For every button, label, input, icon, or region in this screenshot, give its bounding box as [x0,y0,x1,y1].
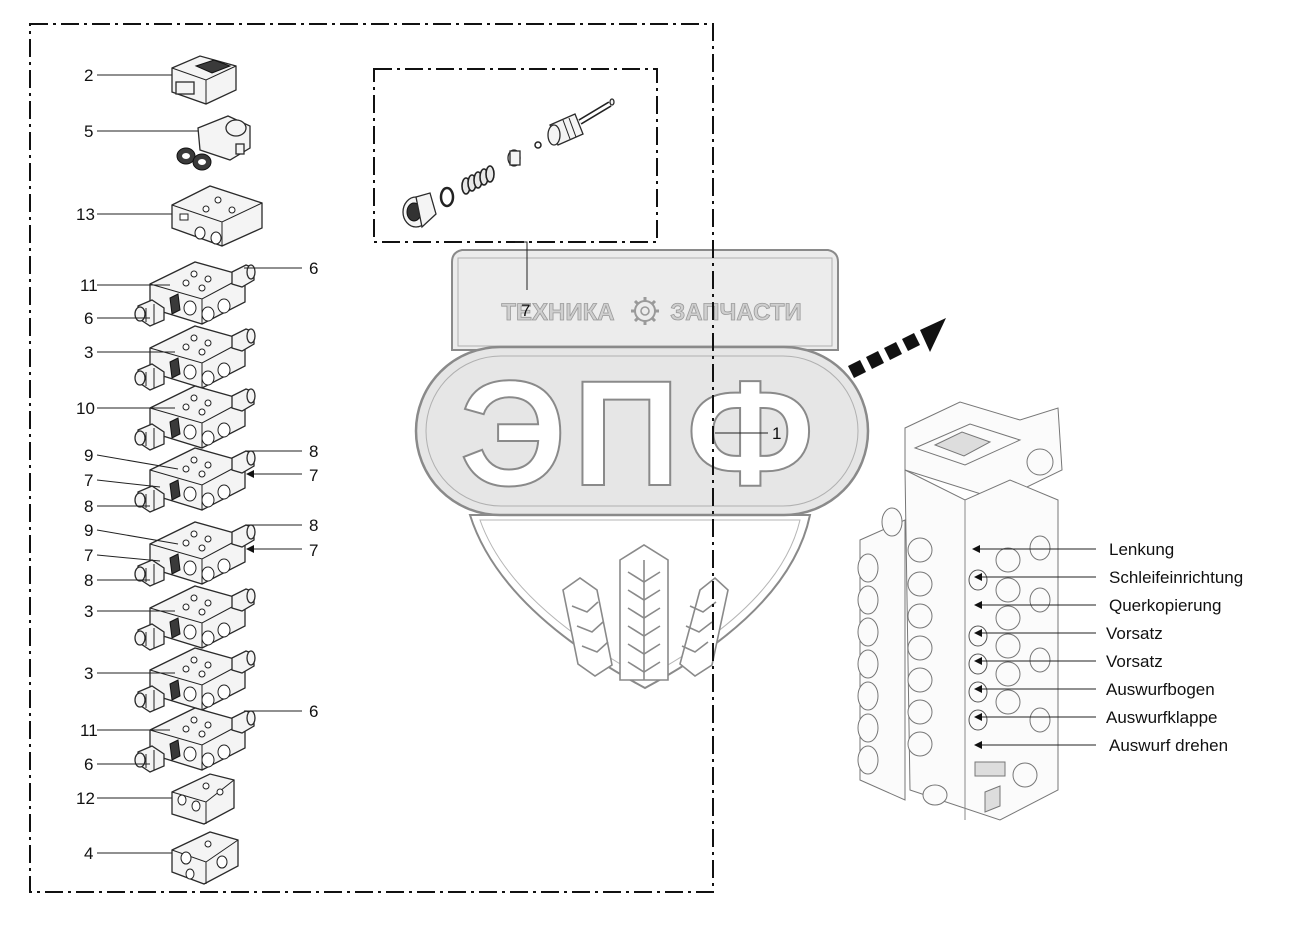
callout-numbers: 2 5 13 11 6 6 3 10 9 7 8 8 7 9 7 8 8 7 3… [76,66,781,863]
function-label-vorsatz-1: Vorsatz [1106,624,1163,643]
callout-1: 1 [772,424,781,443]
part-9-section-b [134,521,256,587]
callout-4: 4 [84,844,93,863]
function-label-querkopierung: Querkopierung [1109,596,1221,615]
part-10-section [134,385,256,451]
callout-12: 12 [76,789,95,808]
part-9-section-a [134,447,256,513]
kit-o-ring [439,186,455,208]
callout-3-b: 3 [84,602,93,621]
part-2-connector [171,55,237,105]
kit-spool [547,98,615,146]
gear-icon [631,297,659,325]
watermark-logo-letters: ЭПФ [460,349,821,517]
function-label-auswurfklappe: Auswurfklappe [1106,708,1218,727]
function-label-schleifeinrichtung: Schleifeinrichtung [1109,568,1243,587]
callout-7-b: 7 [309,466,318,485]
callout-11-a: 11 [80,276,98,295]
exploded-view-frame [29,23,714,893]
function-label-lenkung: Lenkung [1109,540,1174,559]
callout-7-a: 7 [84,471,93,490]
kit-spring [461,165,495,195]
seal-kit-parts [402,98,615,229]
callout-7-c: 7 [84,546,93,565]
part-3-section-b [134,585,256,651]
callout-10: 10 [76,399,95,418]
function-label-auswurf-drehen: Auswurf drehen [1109,736,1228,755]
callout-2: 2 [84,66,93,85]
callout-13: 13 [76,205,95,224]
callout-leaders [96,74,768,854]
part-3-section-c [134,647,256,713]
part-4-inlet-section [171,831,239,885]
callout-7-d: 7 [309,541,318,560]
function-label-auswurfbogen: Auswurfbogen [1106,680,1215,699]
part-11-section-a [134,261,256,327]
watermark-capsule [414,345,870,517]
wheat-emblem [562,544,729,681]
callout-5: 5 [84,122,93,141]
part-11-section-b [134,707,256,773]
callout-9-a: 9 [84,446,93,465]
callout-9-b: 9 [84,521,93,540]
part-12-plate [171,773,235,825]
watermark-logo: ТЕХНИКА ЗАПЧАСТИ ЭПФ [414,249,870,690]
callout-6-d: 6 [84,755,93,774]
callout-6-b: 6 [84,309,93,328]
assembled-valve-block [857,401,1063,821]
function-leaders [976,548,1096,746]
callout-6-c: 6 [309,702,318,721]
callout-7-kit: 7 [521,301,530,320]
watermark-brand-right: ЗАПЧАСТИ [670,299,802,326]
kit-ball [534,141,542,149]
callout-3-c: 3 [84,664,93,683]
callout-11-b: 11 [80,721,98,740]
callout-6-a: 6 [309,259,318,278]
function-labels: Lenkung Schleifeinrichtung Querkopierung… [1106,540,1243,755]
function-label-vorsatz-2: Vorsatz [1106,652,1163,671]
kit-plug [402,192,437,229]
part-5-valve [176,115,251,171]
direction-arrow [848,318,946,378]
function-leader-arrowheads [972,545,982,749]
part-13-end-plate [171,185,263,247]
callout-8-c: 8 [84,571,93,590]
kit-washer [507,149,521,167]
callout-3-a: 3 [84,343,93,362]
callout-8-b: 8 [309,442,318,461]
leader-arrowheads [246,470,254,553]
watermark-brand-left: ТЕХНИКА [501,299,614,326]
part-3-section-a [134,325,256,391]
callout-8-a: 8 [84,497,93,516]
callout-8-d: 8 [309,516,318,535]
